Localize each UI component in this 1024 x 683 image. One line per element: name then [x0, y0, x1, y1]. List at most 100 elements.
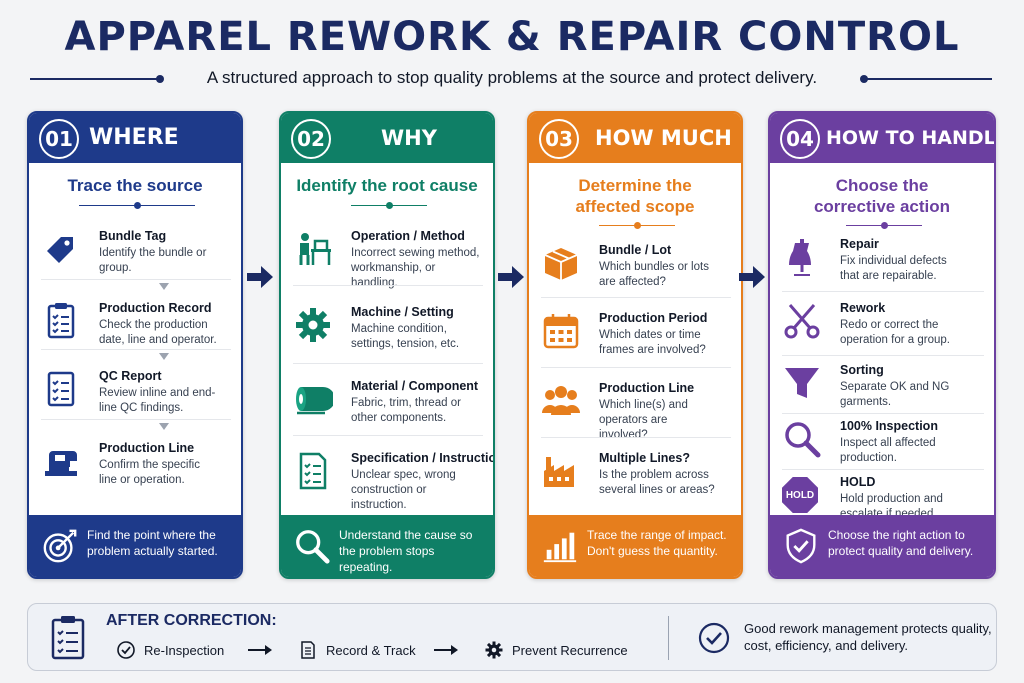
after-message: Good rework management protects quality,… — [744, 621, 992, 653]
card-footer: Find the point where the problem actuall… — [29, 515, 241, 577]
item-desc: Separate OK and NG garments. — [840, 381, 950, 408]
divider — [293, 435, 483, 436]
shield-check-icon — [782, 527, 820, 565]
card-footer: Trace the range of impact. Don't guess t… — [529, 515, 741, 577]
footer-text: Trace the range of impact. Don't guess t… — [587, 528, 727, 558]
after-step-label: Prevent Recurrence — [512, 642, 628, 658]
flow-right-arrow — [737, 264, 767, 290]
sewing-machine-icon — [41, 441, 81, 481]
item-title: Machine / Setting — [351, 305, 454, 319]
step-subtitle: Identify the root cause — [296, 176, 478, 195]
subtitle-row: A structured approach to stop quality pr… — [0, 66, 1024, 92]
step-label: WHERE — [89, 125, 179, 150]
item-title: Sorting — [840, 363, 884, 377]
after-arrow — [434, 645, 458, 655]
card-footer: Choose the right action to protect quali… — [770, 515, 994, 577]
card-footer: Understand the cause so the problem stop… — [281, 515, 493, 577]
divider — [782, 355, 984, 356]
subtitle-rule — [599, 222, 675, 229]
after-step-reinspection: Re-Inspection — [116, 640, 224, 660]
footer-text: Choose the right action to protect quali… — [828, 528, 974, 558]
item-title: 100% Inspection — [840, 419, 938, 433]
item-title: Repair — [840, 237, 879, 251]
subtitle-rule — [351, 202, 427, 209]
item-title: Material / Component — [351, 379, 479, 393]
item-desc: Redo or correct the operation for a grou… — [840, 319, 950, 346]
item-desc: Identify the bundle or group. — [99, 247, 207, 274]
checklist-icon — [41, 369, 81, 409]
subtitle-rule — [79, 202, 195, 209]
funnel-icon — [782, 363, 822, 403]
item-desc: Unclear spec, wrong construction or inst… — [351, 469, 456, 511]
step-card-how-to-handle: 04 HOW TO HANDLE Choose the corrective a… — [768, 111, 996, 579]
item-title: HOLD — [840, 475, 876, 489]
divider — [782, 469, 984, 470]
step-number: 03 — [539, 119, 579, 159]
people-icon — [541, 381, 581, 421]
dress-form-icon — [782, 237, 822, 277]
gear-icon — [484, 640, 504, 660]
item-title: Production Record — [99, 301, 212, 315]
card-header: 02 WHY — [281, 113, 493, 163]
item-desc: Incorrect sewing method, workmanship, or… — [351, 247, 480, 289]
divider — [541, 367, 731, 368]
item-desc: Which dates or time frames are involved? — [599, 329, 706, 356]
subtitle-left-rule — [30, 75, 164, 83]
flow-right-arrow — [245, 264, 275, 290]
step-number: 01 — [39, 119, 79, 159]
item-desc: Fabric, trim, thread or other components… — [351, 397, 461, 424]
clipboard-icon — [50, 614, 86, 660]
card-header: 01 WHERE — [29, 113, 241, 163]
flow-down-arrow — [159, 353, 169, 360]
after-step-prevent: Prevent Recurrence — [484, 640, 628, 660]
step-label: HOW TO HANDLE — [826, 127, 996, 149]
item-desc: Confirm the specific line or operation. — [99, 459, 200, 486]
item-desc: Check the production date, line and oper… — [99, 319, 217, 346]
divider — [541, 437, 731, 438]
after-step-label: Record & Track — [326, 642, 416, 658]
divider — [41, 279, 231, 280]
factory-icon — [541, 451, 581, 491]
divider — [782, 413, 984, 414]
step-card-how-much: 03 HOW MUCH Determine the affected scope… — [527, 111, 743, 579]
item-desc: Review inline and end-line QC findings. — [99, 387, 216, 414]
step-label: WHY — [381, 126, 437, 150]
item-title: Bundle Tag — [99, 229, 167, 243]
item-desc: Which bundles or lots are affected? — [599, 261, 709, 288]
item-title: Rework — [840, 301, 886, 315]
box-icon — [541, 243, 581, 283]
divider — [541, 297, 731, 298]
footer-text: Understand the cause so the problem stop… — [339, 528, 473, 574]
item-desc: Machine condition, settings, tension, et… — [351, 323, 460, 350]
item-desc: Which line(s) and operators are involved… — [599, 399, 688, 441]
operator-icon — [293, 229, 333, 269]
item-title: Bundle / Lot — [599, 243, 672, 257]
item-desc: Inspect all affected production. — [840, 437, 936, 464]
step-number: 02 — [291, 119, 331, 159]
flow-right-arrow — [496, 264, 526, 290]
item-title: QC Report — [99, 369, 162, 383]
magnifier-icon — [293, 527, 331, 565]
after-heading: AFTER CORRECTION: — [106, 612, 277, 629]
item-title: Operation / Method — [351, 229, 465, 243]
page-subtitle: A structured approach to stop quality pr… — [206, 68, 818, 87]
step-card-where: 01 WHERE Trace the source Bundle Tag Ide… — [27, 111, 243, 579]
divider — [668, 616, 669, 660]
after-arrow — [248, 645, 272, 655]
gear-icon — [293, 305, 333, 345]
item-title: Specification / Instruction — [351, 451, 495, 465]
flow-down-arrow — [159, 423, 169, 430]
hold-badge: HOLD — [782, 477, 818, 513]
step-number: 04 — [780, 119, 820, 159]
magnifier-icon — [782, 419, 822, 459]
check-circle-icon — [116, 640, 136, 660]
item-title: Multiple Lines? — [599, 451, 690, 465]
after-step-record: Record & Track — [298, 640, 416, 660]
divider — [41, 349, 231, 350]
divider — [41, 419, 231, 420]
card-header: 04 HOW TO HANDLE — [770, 113, 994, 163]
check-circle-icon — [698, 622, 730, 654]
step-card-why: 02 WHY Identify the root cause Operation… — [279, 111, 495, 579]
bar-chart-icon — [541, 527, 579, 565]
flow-down-arrow — [159, 283, 169, 290]
